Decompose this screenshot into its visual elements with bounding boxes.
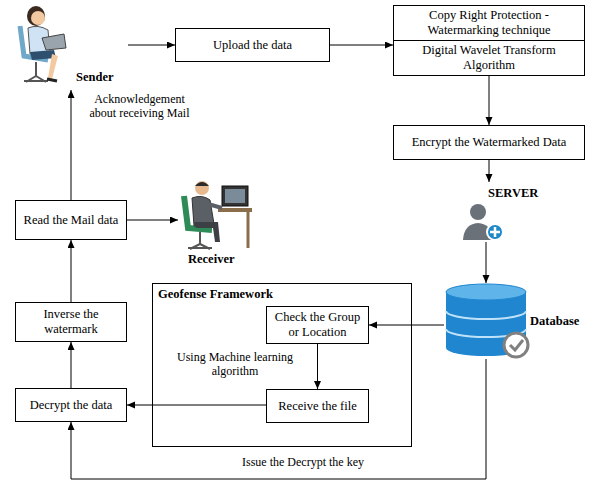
flow-arrow — [369, 325, 444, 326]
process-box: Upload the data — [175, 28, 330, 62]
box-text: Inverse the watermark — [22, 307, 120, 337]
box-text: Check the Group or Location — [273, 310, 362, 340]
server-icon: SERVER — [458, 182, 543, 242]
flow-arrow — [489, 76, 490, 125]
flow-arrow — [71, 342, 72, 388]
box-text: Receive the file — [278, 399, 356, 414]
box-text: Digital Wavelet Transform Algorithm — [394, 41, 584, 75]
box-text: Read the Mail data — [24, 213, 119, 228]
box-text: Encrypt the Watermarked Data — [412, 135, 567, 150]
flow-arrow — [486, 242, 487, 283]
process-box: Copy Right Protection - Watermarking tec… — [393, 5, 585, 76]
sender-illustration — [8, 4, 72, 86]
flow-arrow — [127, 405, 266, 406]
flow-arrow — [489, 160, 490, 182]
group-heading: Geofense Framework — [158, 287, 273, 302]
flow-arrow — [128, 45, 175, 46]
figure-label: Database — [530, 314, 579, 329]
database-cylinder: Database — [444, 283, 590, 359]
edge-label: Using Machine learning algorithm — [158, 350, 312, 379]
flow-arrow — [71, 90, 72, 200]
edge-label: Acknowledgement about receiving Mail — [80, 92, 199, 121]
db-illustration — [444, 283, 530, 359]
flow-arrow — [71, 240, 72, 302]
box-text: Copy Right Protection - Watermarking tec… — [394, 6, 584, 41]
flow-arrow — [127, 220, 178, 221]
box-text: Decrypt the data — [30, 398, 113, 413]
receiver-figure: Receiver — [178, 178, 254, 270]
receiver-illustration — [178, 178, 252, 250]
process-box: Decrypt the data — [15, 388, 127, 422]
process-box: Read the Mail data — [15, 200, 127, 240]
process-box: Inverse the watermark — [15, 302, 127, 342]
process-box: Receive the file — [266, 389, 369, 423]
edge-label: Issue the Decrypt the key — [240, 455, 366, 469]
figure-label: SERVER — [488, 186, 538, 201]
flow-arrow — [330, 45, 393, 46]
process-box: Check the Group or Location — [266, 306, 369, 344]
figure-label: Receiver — [188, 252, 235, 267]
box-text: Upload the data — [213, 38, 292, 53]
sender-figure: Sender — [8, 4, 128, 90]
process-box: Encrypt the Watermarked Data — [393, 125, 585, 160]
flow-arrow — [317, 344, 318, 389]
figure-label: Sender — [76, 70, 114, 85]
